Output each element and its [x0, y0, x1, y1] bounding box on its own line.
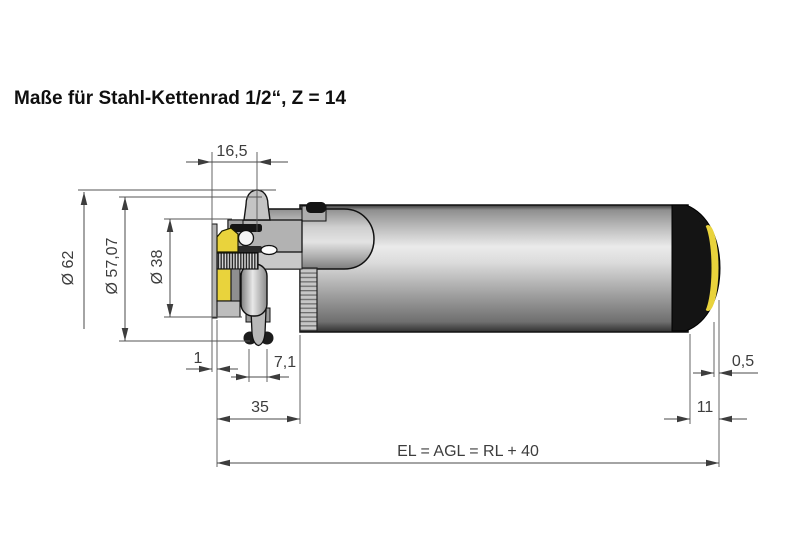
dim-label-16-5: 16,5 — [216, 143, 247, 160]
lubrication-hole — [260, 244, 278, 256]
bearing-outer-race — [230, 224, 262, 232]
sprocket-plate — [211, 223, 218, 319]
tube-wall-cut — [306, 202, 326, 213]
dim-label-35: 35 — [251, 399, 269, 416]
dim-label-0-5: 0,5 — [732, 353, 754, 370]
drawing-title: Maße für Stahl-Kettenrad 1/2“, Z = 14 — [14, 88, 347, 109]
hub-shadow — [230, 268, 241, 302]
dim-label-overall-length: EL = AGL = RL + 40 — [397, 443, 539, 460]
dim-label-dia-38: Ø 38 — [149, 250, 166, 285]
end-cap-black-overlay — [690, 221, 712, 315]
chain-roller — [240, 263, 268, 317]
hub-lower — [216, 300, 241, 318]
dim-label-11: 11 — [697, 399, 714, 416]
sprocket-hub-wedge — [216, 227, 239, 253]
extension-lines — [78, 152, 720, 467]
hub-yellow-block — [216, 268, 232, 302]
bearing-ball — [237, 229, 255, 247]
dim-label-dia-57-07: Ø 57,07 — [104, 237, 121, 294]
hub-block — [257, 251, 303, 270]
dim-label-dia-62: Ø 62 — [60, 251, 77, 286]
dimension-lines — [80, 158, 758, 467]
dim-label-7-1: 7,1 — [274, 354, 296, 371]
knurled-hub — [216, 252, 259, 270]
axle-spring-section — [299, 267, 318, 332]
dim-label-1: 1 — [194, 350, 203, 367]
end-cap — [671, 204, 721, 332]
tooth-profile — [250, 309, 267, 347]
